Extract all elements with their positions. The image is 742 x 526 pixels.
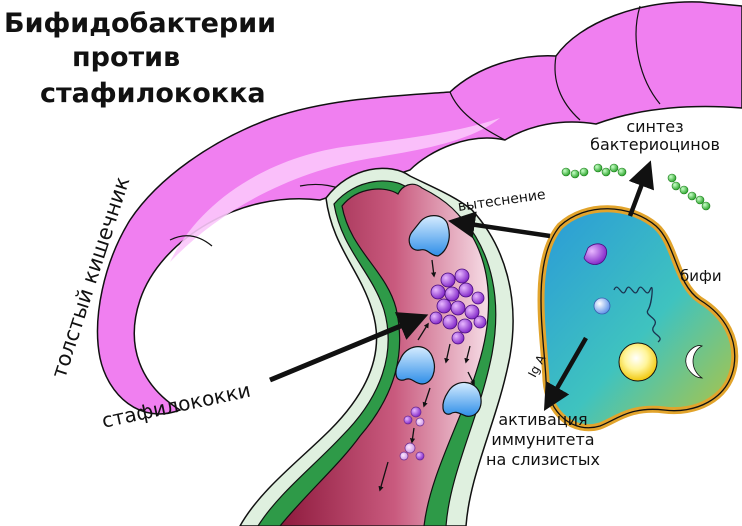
bacteriocin bbox=[579, 167, 589, 177]
bacteriocin bbox=[570, 169, 580, 179]
title-line-3: стафилококка bbox=[40, 78, 266, 109]
label-activation-line1: активация bbox=[498, 410, 588, 429]
bacteriocin bbox=[593, 163, 603, 173]
flow-arrow bbox=[464, 345, 471, 364]
staph-coccus bbox=[430, 284, 446, 300]
colon-body bbox=[96, 1, 742, 415]
bifi-crescent bbox=[685, 345, 704, 379]
title-line-1: Бифидобактерии bbox=[4, 8, 277, 39]
bacteriocin bbox=[601, 167, 611, 177]
staph-coccus bbox=[471, 291, 485, 305]
bacteriocin bbox=[609, 163, 619, 173]
flow-arrow bbox=[430, 259, 437, 278]
label-activation: активация иммунитета на слизистых bbox=[468, 410, 618, 470]
immune-cells bbox=[395, 215, 482, 417]
staph-coccus bbox=[454, 268, 470, 284]
staph-coccus bbox=[473, 315, 487, 329]
displacement-arrow bbox=[447, 211, 551, 239]
staph-pointer-arrow bbox=[269, 312, 429, 383]
flow-arrow bbox=[409, 427, 416, 444]
synthesis-arrow bbox=[627, 160, 655, 217]
iga-arrow bbox=[543, 336, 588, 412]
bifi-body bbox=[537, 205, 739, 432]
main-arrows bbox=[269, 160, 655, 412]
flow-arrow bbox=[378, 461, 389, 492]
bacteriocin bbox=[617, 167, 627, 177]
staph-coccus bbox=[442, 314, 458, 330]
staph-coccus bbox=[444, 286, 460, 302]
coccus bbox=[404, 442, 416, 454]
label-bifi: бифи bbox=[680, 267, 722, 285]
colon-haustra-2 bbox=[449, 91, 506, 141]
flow-arrow bbox=[467, 371, 475, 386]
colon-haustra-1 bbox=[554, 55, 581, 121]
bifi-dna-strand bbox=[613, 286, 661, 343]
bacteriocin bbox=[671, 181, 681, 191]
intestine-cross-section bbox=[239, 167, 514, 526]
flow-arrow bbox=[444, 343, 451, 364]
colon-highlight bbox=[170, 118, 500, 262]
bacteriocin bbox=[667, 173, 677, 183]
label-activation-line3: на слизистых bbox=[486, 450, 600, 469]
staph-coccus bbox=[458, 282, 474, 298]
staph-coccus bbox=[451, 331, 465, 345]
immune-cell-left bbox=[395, 346, 435, 385]
coccus bbox=[403, 415, 413, 425]
colon-illustration bbox=[96, 1, 742, 415]
bacteriocin bbox=[561, 167, 571, 177]
coccus bbox=[415, 451, 425, 461]
label-synthesis-line1: синтез bbox=[626, 117, 684, 136]
bacteriocins bbox=[561, 163, 711, 211]
staph-coccus bbox=[457, 318, 473, 334]
label-synthesis-line2: бактериоцинов bbox=[590, 134, 720, 154]
coccus bbox=[415, 417, 425, 427]
bifi-inclusion-blue bbox=[593, 297, 611, 315]
bacteriocin bbox=[687, 191, 697, 201]
label-activation-line2: иммунитета bbox=[491, 430, 595, 449]
bacteriocin bbox=[695, 195, 705, 205]
bifi-inclusion-purple bbox=[583, 243, 608, 265]
bacteriocin bbox=[701, 201, 711, 211]
staph-coccus bbox=[464, 304, 480, 320]
staph-coccus bbox=[450, 300, 466, 316]
staph-coccus bbox=[429, 311, 443, 325]
flow-arrow bbox=[422, 387, 431, 408]
immune-cell-top bbox=[408, 215, 450, 257]
colon-haustra-3 bbox=[635, 5, 661, 105]
scattered-cocci bbox=[399, 406, 425, 461]
coccus bbox=[410, 406, 422, 418]
coccus bbox=[399, 451, 409, 461]
bacteriocin bbox=[679, 185, 689, 195]
title-line-2: против bbox=[72, 42, 181, 73]
staph-coccus bbox=[440, 272, 456, 288]
staph-coccus bbox=[436, 298, 452, 314]
staph-cluster bbox=[429, 268, 487, 345]
bifi-yellow-granule bbox=[618, 342, 658, 382]
label-synthesis: синтез бактериоцинов bbox=[590, 118, 720, 153]
bifi-body-outline bbox=[540, 208, 736, 429]
bifidobacterium-cell bbox=[537, 205, 739, 432]
colon-haustra-4 bbox=[169, 235, 213, 247]
